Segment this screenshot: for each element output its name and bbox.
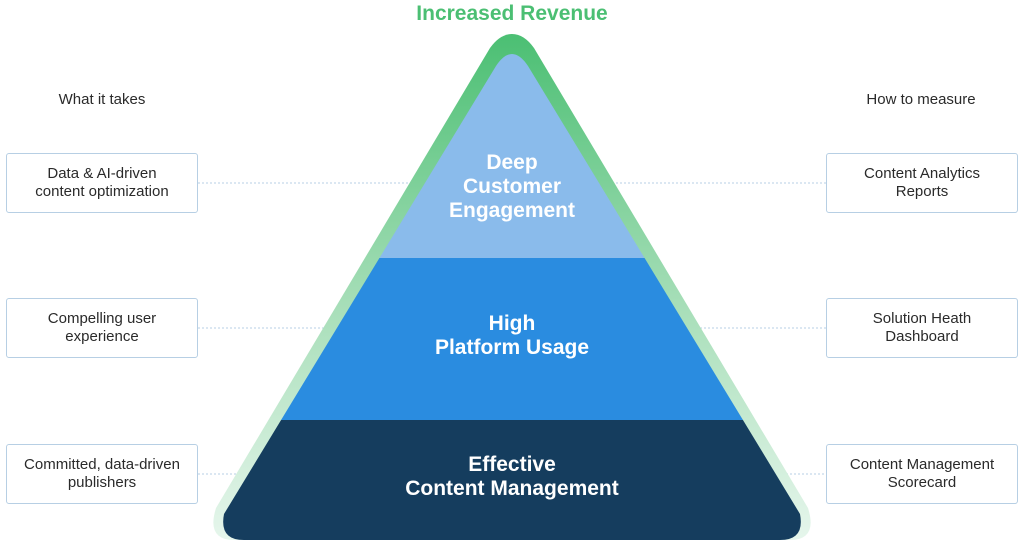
right-column-heading: How to measure: [866, 91, 976, 108]
right-box-1: Content Analytics Reports: [826, 153, 1018, 213]
left-box-1-text: Data & AI-driven content optimization: [35, 165, 169, 200]
diagram-title: Increased Revenue: [416, 2, 608, 25]
left-box-2-text: Compelling user experience: [47, 310, 157, 345]
left-box-3: Committed, data-driven publishers: [6, 444, 198, 504]
tier-1-shape: [223, 54, 801, 258]
right-box-3: Content Management Scorecard: [826, 444, 1018, 504]
right-box-2: Solution Heath Dashboard: [826, 298, 1018, 358]
left-box-2: Compelling user experience: [6, 298, 198, 358]
left-box-3-text: Committed, data-driven publishers: [24, 456, 180, 491]
tier-2-label: High Platform Usage: [434, 312, 590, 359]
right-box-2-text: Solution Heath Dashboard: [872, 310, 972, 345]
right-box-3-text: Content Management Scorecard: [849, 456, 995, 491]
left-box-1: Data & AI-driven content optimization: [6, 153, 198, 213]
right-box-1-text: Content Analytics Reports: [864, 165, 980, 200]
tier-3-label: Effective Content Management: [405, 453, 619, 500]
tier-1-label: Deep Customer Engagement: [448, 151, 576, 222]
left-column-heading: What it takes: [58, 91, 146, 108]
tier-3-shape: [223, 420, 801, 540]
